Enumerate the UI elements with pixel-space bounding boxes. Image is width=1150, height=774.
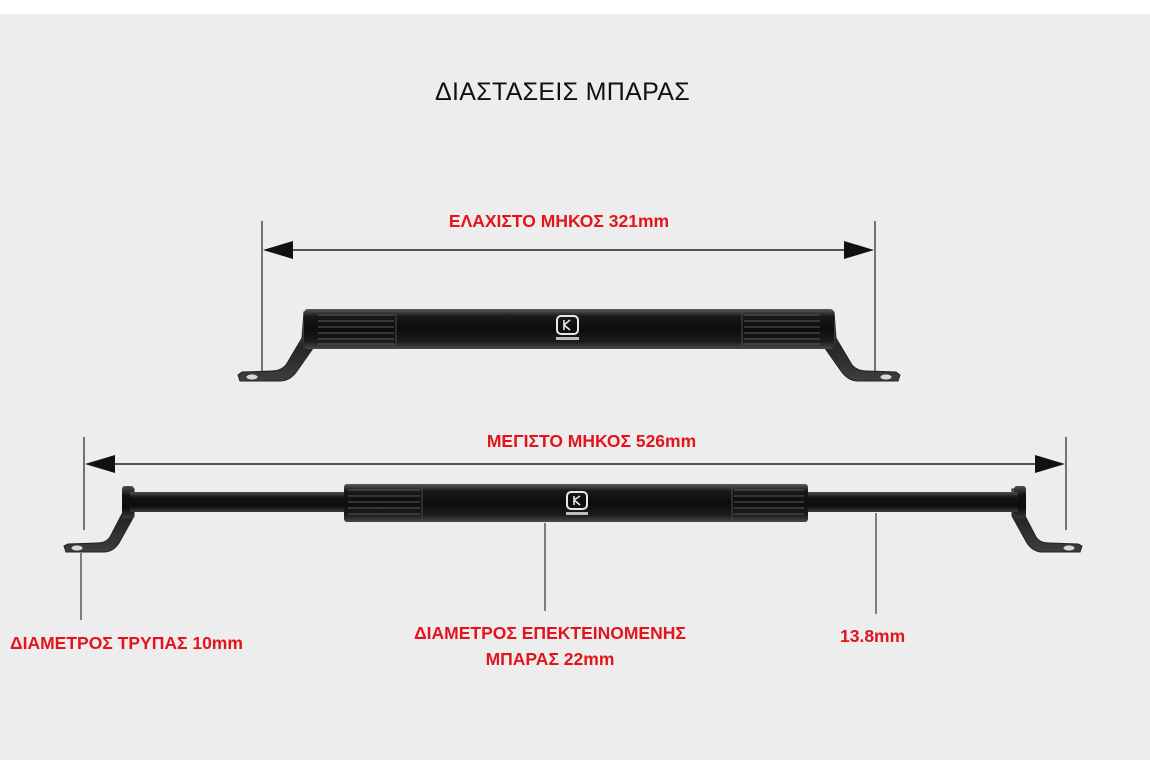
- long-bar-right-hole: [1062, 544, 1076, 552]
- long-bar-right-grip: [734, 489, 804, 515]
- extending-bar-label-line2: ΜΠΑΡΑΣ 22mm: [485, 649, 615, 669]
- max-length-dimension: [83, 437, 1067, 530]
- long-bar-right-rod: [806, 492, 1018, 512]
- kewig-logo-icon: [556, 315, 579, 340]
- max-arrowhead-right: [1035, 455, 1065, 473]
- long-bar-tube: [344, 484, 808, 522]
- long-bar: [63, 484, 1083, 553]
- min-length-dimension: [261, 221, 876, 372]
- short-bar-right-hole: [879, 373, 893, 381]
- extending-bar-label-line1: ΔΙΑΜΕΤΡΟΣ ΕΠΕΚΤΕΙΝΟΜΕΝΗΣ: [414, 623, 686, 643]
- hole-diameter-label: ΔΙΑΜΕΤΡΟΣ ΤΡΥΠΑΣ 10mm: [10, 633, 243, 653]
- page-title: ΔΙΑΣΤΑΣΕΙΣ ΜΠΑΡΑΣ: [435, 78, 690, 106]
- rod-diameter-label: 13.8mm: [840, 626, 906, 646]
- long-bar-left-rod: [130, 492, 348, 512]
- long-bar-left-hole: [70, 544, 84, 552]
- extending-bar-diameter-label: ΔΙΑΜΕΤΡΟΣ ΕΠΕΚΤΕΙΝΟΜΕΝΗΣ ΜΠΑΡΑΣ 22mm: [388, 620, 712, 672]
- long-bar-left-grip: [348, 489, 420, 515]
- short-bar-right-grip: [744, 314, 820, 345]
- short-bar-left-hole: [245, 373, 259, 381]
- max-arrowhead-left: [85, 455, 115, 473]
- short-bar-left-grip: [318, 314, 394, 345]
- min-arrowhead-left: [263, 241, 293, 259]
- diagram-panel: [0, 14, 1150, 760]
- min-arrowhead-right: [844, 241, 874, 259]
- min-length-label: ΕΛΑΧΙΣΤΟ ΜΗΚΟΣ 321mm: [448, 211, 670, 231]
- short-bar: [237, 309, 901, 382]
- max-length-label: ΜΕΓΙΣΤΟ ΜΗΚΟΣ 526mm: [486, 431, 697, 451]
- kewig-logo-icon: [566, 491, 588, 515]
